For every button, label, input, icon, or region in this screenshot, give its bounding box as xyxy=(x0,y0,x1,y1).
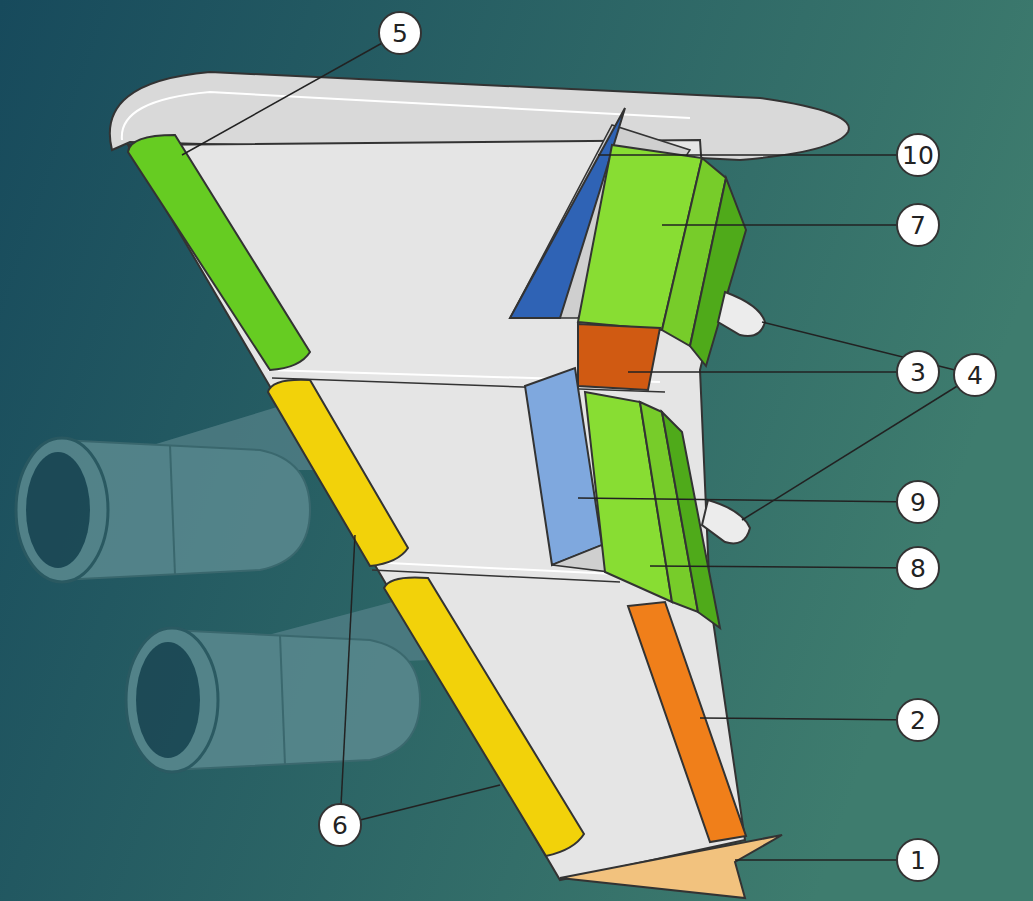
leader-line xyxy=(628,371,918,373)
fairing-highlight xyxy=(122,92,690,140)
leader-line xyxy=(578,498,918,502)
callout-text: 6 xyxy=(332,813,348,838)
spoiler-well xyxy=(552,545,610,572)
engine-inner xyxy=(16,400,330,582)
leader-line xyxy=(762,322,975,375)
callout-number: 10 xyxy=(896,133,940,177)
inboard-aileron xyxy=(578,324,660,390)
callout-number: 7 xyxy=(896,203,940,247)
callout-number: 6 xyxy=(318,803,362,847)
leader-line xyxy=(700,718,918,720)
engine-inlet xyxy=(16,438,108,582)
leader-line xyxy=(598,154,918,156)
leader-line xyxy=(735,859,918,861)
leader-line xyxy=(742,375,975,520)
callout-text: 9 xyxy=(910,490,926,515)
slat xyxy=(384,577,584,856)
leader-lines xyxy=(182,33,975,860)
engine-inlet-hole xyxy=(136,642,200,758)
leader-line xyxy=(340,785,500,825)
flap-segment xyxy=(690,178,746,366)
callout-number: 8 xyxy=(896,546,940,590)
callout-number: 4 xyxy=(953,353,997,397)
engine-inlet xyxy=(126,628,218,772)
slat xyxy=(268,380,408,566)
callout-text: 3 xyxy=(910,360,926,385)
engine-seam xyxy=(170,445,175,575)
leader-line xyxy=(182,33,400,155)
leader-line xyxy=(650,566,918,568)
callout-text: 7 xyxy=(910,213,926,238)
engine-seam xyxy=(280,635,285,765)
flap-track-fairing xyxy=(718,292,765,336)
callout-text: 5 xyxy=(392,21,408,46)
callout-number: 3 xyxy=(896,350,940,394)
callout-text: 1 xyxy=(910,848,926,873)
flap-track-fairing xyxy=(702,500,750,543)
callout-number: 9 xyxy=(896,480,940,524)
callout-number: 2 xyxy=(896,698,940,742)
callout-text: 4 xyxy=(967,363,983,388)
outboard-aileron xyxy=(628,602,746,842)
callout-text: 10 xyxy=(902,143,934,168)
wingtip-fence xyxy=(560,835,782,898)
callout-text: 8 xyxy=(910,556,926,581)
leader-line xyxy=(662,224,918,226)
callout-text: 2 xyxy=(910,708,926,733)
engine-inlet-hole xyxy=(26,452,90,568)
callout-number: 1 xyxy=(896,838,940,882)
leader-line xyxy=(340,535,355,825)
krueger-flap xyxy=(128,135,310,370)
callout-number: 5 xyxy=(378,11,422,55)
engine-outer xyxy=(126,600,430,772)
